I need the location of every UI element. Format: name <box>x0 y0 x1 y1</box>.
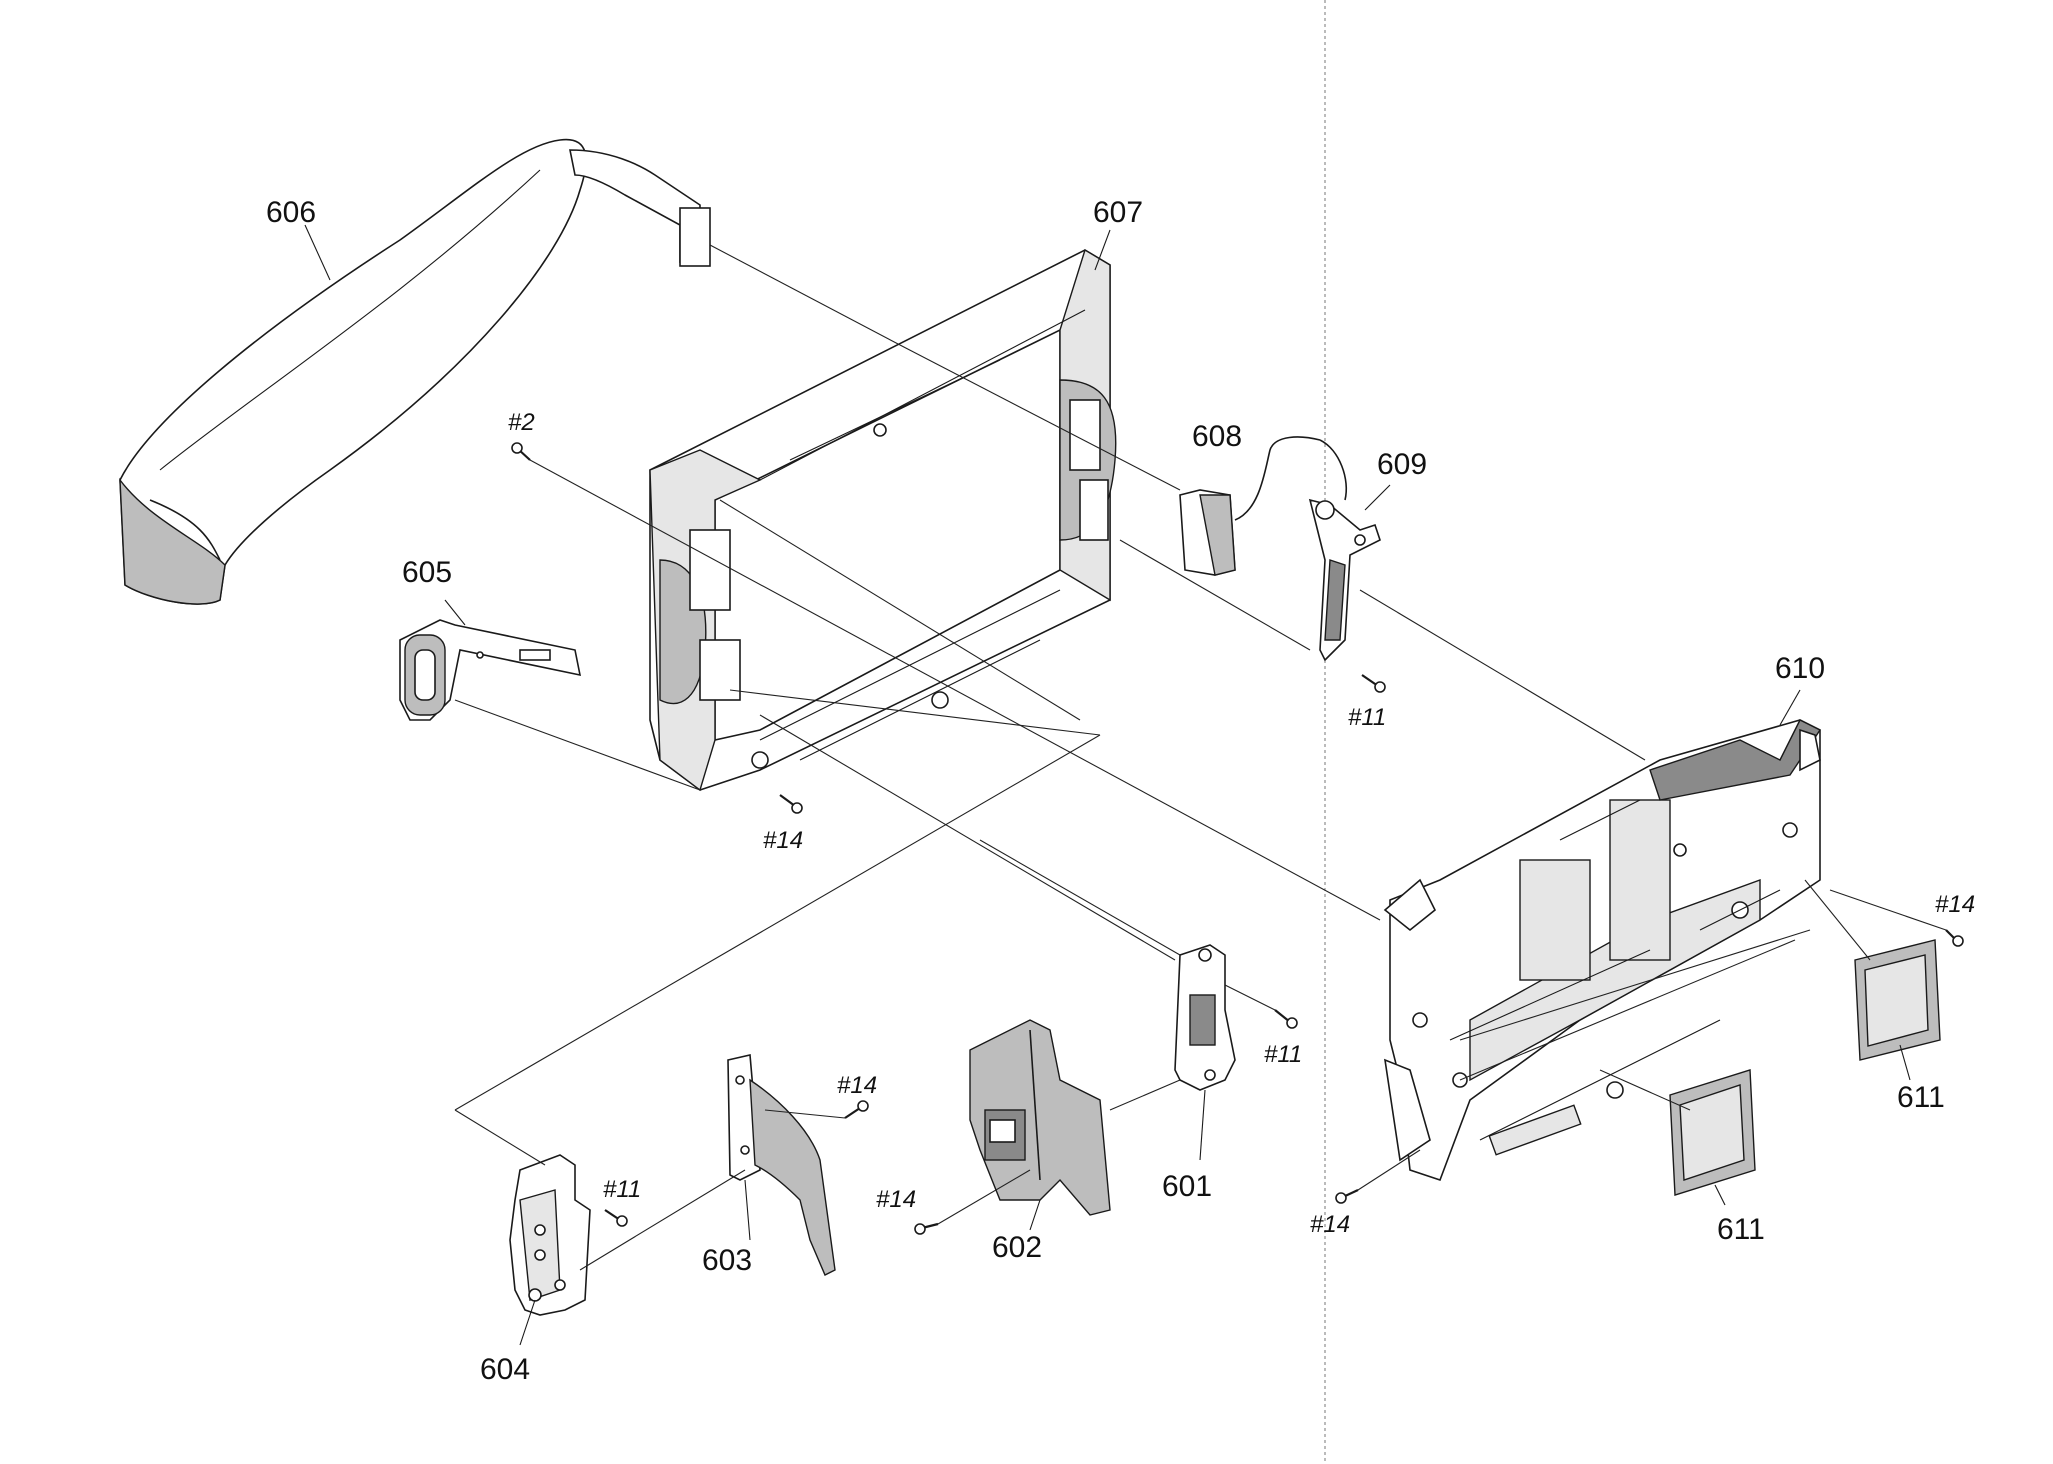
label-605: 605 <box>402 556 452 589</box>
label-603: 603 <box>702 1244 752 1277</box>
part-606-grip-cover <box>119 138 711 605</box>
part-607-main-frame <box>649 248 1117 792</box>
label-608: 608 <box>1192 420 1242 453</box>
part-605-bracket <box>399 619 582 721</box>
label-screw-14-right: #14 <box>1935 891 1975 918</box>
screw-14-frame <box>779 794 803 814</box>
screw-14-603 <box>844 1100 869 1119</box>
part-611-pad-bottom <box>1669 1069 1756 1196</box>
label-screw-14-frame: #14 <box>763 827 803 854</box>
label-604: 604 <box>480 1353 530 1386</box>
label-609: 609 <box>1377 448 1427 481</box>
label-screw-11-609: #11 <box>1348 704 1386 731</box>
part-608-connector <box>1179 436 1347 576</box>
part-602-jack-board <box>969 1019 1111 1216</box>
label-screw-14-603: #14 <box>837 1072 877 1099</box>
label-611-right: 611 <box>1897 1081 1945 1114</box>
screw-11-609 <box>1361 674 1386 693</box>
screw-14-602 <box>914 1222 939 1235</box>
label-606: 606 <box>266 196 316 229</box>
part-610-chassis <box>1383 719 1822 1182</box>
label-screw-11-601: #11 <box>1264 1041 1302 1068</box>
label-610: 610 <box>1775 652 1825 685</box>
screw-2 <box>511 442 531 461</box>
screw-14-chassis <box>1335 1189 1359 1204</box>
label-602: 602 <box>992 1231 1042 1264</box>
label-601: 601 <box>1162 1170 1212 1203</box>
label-607: 607 <box>1093 196 1143 229</box>
part-611-pad-right <box>1854 939 1941 1061</box>
part-604-hinge <box>509 1154 591 1316</box>
label-screw-14-chassis: #14 <box>1310 1211 1350 1238</box>
label-screw-14-602: #14 <box>876 1186 916 1213</box>
screw-11-601 <box>1274 1009 1298 1029</box>
part-603-flex-bracket <box>727 1054 836 1276</box>
label-screw-11-604: #11 <box>603 1176 641 1203</box>
label-screw-2: #2 <box>508 409 535 436</box>
screw-11-604 <box>604 1209 628 1227</box>
screw-14-right <box>1945 929 1964 947</box>
label-611-bottom: 611 <box>1717 1213 1765 1246</box>
part-609-hinge-plate <box>1308 498 1381 662</box>
part-601-plate <box>1174 944 1236 1091</box>
assembly-guide-lines <box>454 244 1947 1271</box>
leader-lines <box>304 224 1911 1346</box>
